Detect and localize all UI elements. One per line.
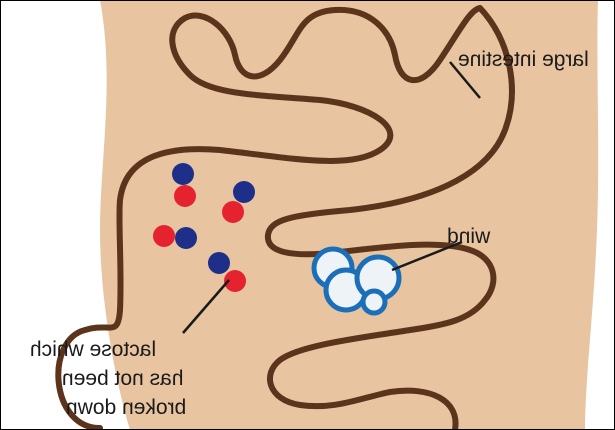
molecule-blue <box>233 181 255 203</box>
leader-large-intestine <box>449 61 481 99</box>
molecule-red <box>224 270 246 292</box>
molecule-red <box>153 225 175 247</box>
lactose-molecules <box>153 163 255 292</box>
abdomen <box>100 0 599 430</box>
large-intestine <box>55 5 515 430</box>
molecule-blue <box>175 227 197 249</box>
label-lactose-line-2: has not been <box>62 367 183 390</box>
wind-bubbles <box>311 246 402 316</box>
molecule-red <box>222 201 244 223</box>
molecule-blue <box>208 252 230 274</box>
molecule-red <box>174 185 196 207</box>
molecule-blue <box>172 163 194 185</box>
label-wind: wind <box>447 225 491 248</box>
bubble <box>360 288 388 316</box>
leader-lactose <box>182 279 230 334</box>
label-lactose-line-3: broken down <box>66 396 186 419</box>
label-lactose-line-1: lactose which <box>30 338 156 361</box>
label-large-intestine: large intestine <box>458 48 589 71</box>
leader-wind <box>391 240 463 272</box>
